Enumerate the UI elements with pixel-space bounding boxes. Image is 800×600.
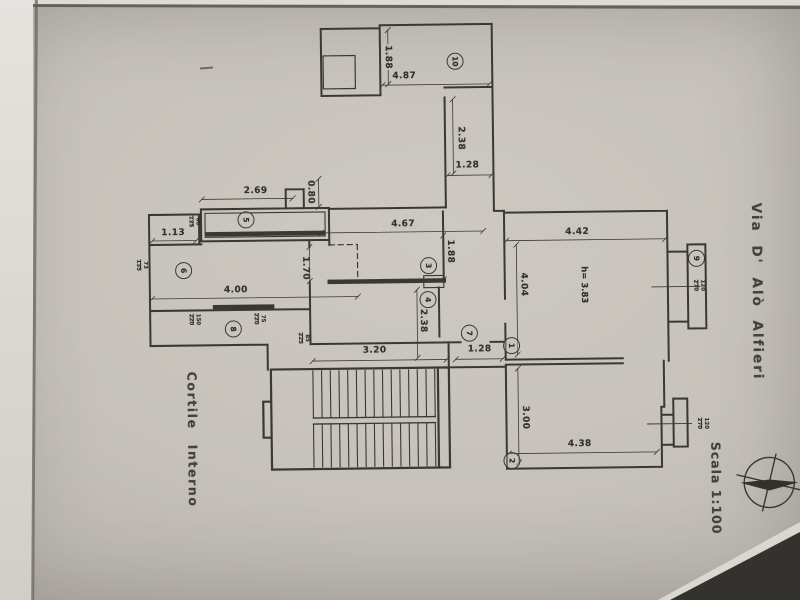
dimension-label: 4.87 — [391, 71, 418, 82]
dimension-label: 1.88 — [382, 44, 393, 71]
room-number-badge: 6 — [175, 262, 193, 280]
dimension-lines — [148, 26, 669, 466]
compass-icon — [736, 453, 800, 512]
room-number-badge: 8 — [224, 320, 242, 338]
door-width: 150 — [194, 313, 201, 326]
dimension-label: 4.04 — [517, 271, 529, 298]
room-number-badge: 3 — [419, 257, 438, 275]
dimension-label: 3.20 — [361, 345, 388, 357]
room-number-badge: 9 — [687, 249, 706, 267]
door-height: 225 — [295, 332, 304, 345]
paper-top-margin — [0, 0, 800, 5]
dimension-label: 1.70 — [299, 255, 311, 282]
door-width: 75 — [259, 314, 266, 323]
dimension-label: 1.13 — [160, 227, 187, 239]
paper-left-margin — [0, 0, 33, 600]
ceiling-height-note: h= 3.83 — [578, 266, 590, 304]
dimension-label: 0.80 — [304, 179, 316, 206]
dimension-label: 1.28 — [454, 160, 481, 172]
door-width: 120 — [702, 417, 710, 430]
room-number-badge: 4 — [419, 291, 437, 309]
dimension-label: 4.00 — [222, 285, 249, 296]
stair-treads — [312, 369, 437, 468]
window-lines — [647, 285, 701, 425]
room-number-badge: 2 — [503, 452, 521, 470]
dashed-closet — [328, 243, 359, 283]
strip-closet — [204, 211, 326, 238]
courtyard-label: Cortile Interno — [184, 371, 202, 508]
scale-label: Scala 1:100 — [708, 441, 725, 535]
door-height: 220 — [186, 313, 195, 326]
stairwell-walls — [262, 366, 452, 471]
room-number-badge: 10 — [446, 52, 464, 70]
door-height: 135 — [133, 259, 142, 271]
door-width: 120 — [699, 279, 706, 292]
dimension-label: 3.00 — [519, 404, 531, 431]
door-width: 60 — [194, 217, 201, 226]
dimension-label: 2.69 — [242, 185, 269, 197]
dimension-label: 4.67 — [390, 219, 417, 230]
dimension-label: 1.88 — [444, 238, 456, 265]
dimension-label: 4.42 — [564, 226, 591, 238]
dimension-label: 2.38 — [417, 307, 429, 334]
closet-top-block — [322, 54, 357, 90]
street-name-label: Via D' Alò Alfieri — [747, 202, 767, 381]
door-width: 85 — [303, 334, 311, 342]
heavy-walls — [204, 230, 447, 310]
door-height: 135 — [186, 215, 194, 228]
dimension-label: 2.38 — [455, 125, 466, 152]
room-number-badge: 1 — [502, 337, 521, 355]
room-number-badge: 5 — [237, 211, 255, 229]
dimension-label: 4.38 — [566, 438, 593, 450]
room-number-badge: 7 — [460, 324, 479, 342]
door-jamb — [423, 274, 445, 289]
door-height: 270 — [694, 417, 703, 430]
dimension-label: 1.28 — [466, 344, 493, 355]
door-height: 270 — [691, 279, 699, 292]
door-height: 220 — [251, 312, 260, 325]
walls-left-rooms — [147, 188, 331, 371]
walls-right-rooms — [502, 209, 708, 470]
door-width: 73 — [142, 261, 149, 269]
